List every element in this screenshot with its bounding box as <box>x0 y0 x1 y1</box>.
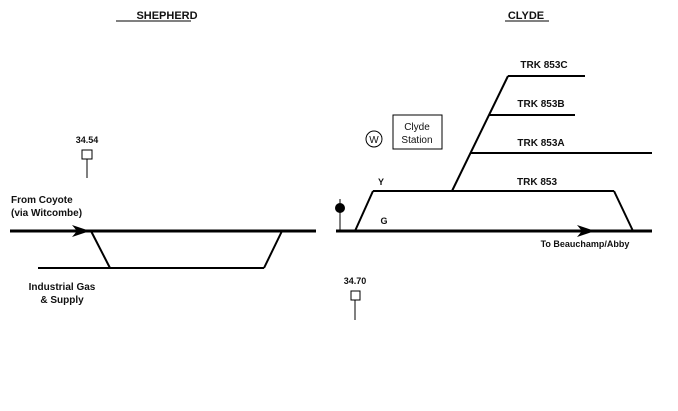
from-label-line1: From Coyote <box>11 195 73 206</box>
milepost-marker-icon <box>350 290 361 301</box>
industry-label-line2: & Supply <box>40 295 84 306</box>
track-label-853a: TRK 853A <box>517 138 564 149</box>
industry-label-line1: Industrial Gas <box>29 282 96 293</box>
station-box-line2: Station <box>401 135 432 146</box>
switch-right-clyde <box>613 190 634 232</box>
station-box: Clyde Station <box>392 114 443 150</box>
station-box-frame <box>392 114 443 150</box>
milepost-label: 34.70 <box>344 276 367 286</box>
milepost-34-70: 34.70 <box>344 276 367 320</box>
direction-arrow-icon <box>577 225 595 237</box>
station-title-shepherd: SHEPHERD <box>136 10 197 22</box>
signal-head-icon <box>335 203 345 213</box>
track-label-853: TRK 853 <box>517 177 557 188</box>
station-box-line1: Clyde <box>404 122 430 133</box>
whistle-post: W <box>365 130 383 148</box>
direction-arrow-icon <box>72 225 90 237</box>
station-title-clyde: CLYDE <box>508 10 544 22</box>
siding-label-g: G <box>380 216 387 226</box>
switch-left-shepherd <box>90 230 111 269</box>
milepost-marker-icon <box>81 149 93 160</box>
track-label-853b: TRK 853B <box>517 99 564 110</box>
to-label: To Beauchamp/Abby <box>541 239 630 249</box>
milepost-label: 34.54 <box>76 135 99 145</box>
whistle-circle-icon <box>365 130 383 148</box>
signal <box>335 199 345 231</box>
milepost-34-54: 34.54 <box>76 135 99 178</box>
siding-label-y: Y <box>378 177 384 187</box>
from-label-line2: (via Witcombe) <box>11 208 82 219</box>
track-label-853c: TRK 853C <box>520 60 567 71</box>
whistle-label: W <box>369 135 379 146</box>
switch-right-shepherd <box>263 230 283 269</box>
ladder-track <box>451 75 509 192</box>
switch-left-clyde <box>354 190 374 232</box>
